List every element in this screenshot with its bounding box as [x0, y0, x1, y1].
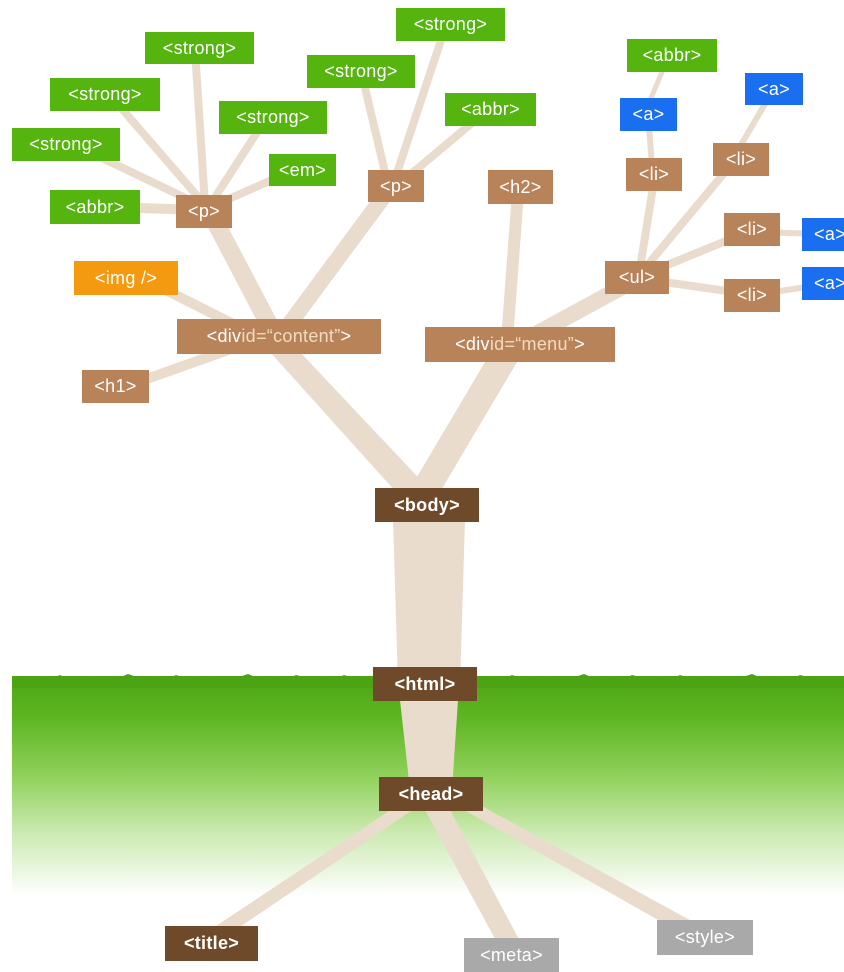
- branch-p1-strong3: [206, 116, 269, 209]
- node-li: <li>: [724, 213, 780, 246]
- root-head-style: [455, 805, 708, 938]
- branch-ul-li2: [641, 156, 739, 272]
- node-abbr: <abbr>: [445, 93, 536, 126]
- branch-p2-strong6: [389, 24, 449, 189]
- branch-content-p2: [277, 180, 398, 338]
- branch-content-p1: [201, 203, 281, 339]
- node-html: <html>: [373, 667, 477, 701]
- div-tag-close: >: [574, 334, 585, 354]
- div-tag-label: <div: [455, 334, 490, 354]
- node-a: <a>: [620, 98, 677, 131]
- node-li: <li>: [724, 279, 780, 312]
- node-strong: <strong>: [307, 55, 415, 88]
- node-abbr: <abbr>: [50, 190, 140, 224]
- node-body: <body>: [375, 488, 479, 522]
- div-tag-close: >: [340, 326, 352, 346]
- trunk-lower: [400, 700, 458, 790]
- node-ul: <ul>: [605, 261, 669, 294]
- div-id-attribute: id=“menu”: [489, 334, 575, 354]
- div-id-attribute: id=“content”: [241, 326, 341, 346]
- node-a: <a>: [802, 218, 844, 251]
- branch-p2-strong5: [358, 71, 392, 189]
- node-strong: <strong>: [396, 8, 505, 41]
- trunk-upper: [393, 520, 465, 685]
- branch-body-content: [270, 352, 432, 492]
- root-head-title: [210, 805, 420, 935]
- node-li: <li>: [713, 143, 769, 176]
- node-h1: <h1>: [82, 370, 149, 403]
- node-strong: <strong>: [12, 128, 120, 161]
- node-strong: <strong>: [50, 78, 160, 111]
- node-head: <head>: [379, 777, 483, 811]
- node-p: <p>: [368, 170, 424, 202]
- node-title: <title>: [165, 926, 258, 961]
- root-head-meta: [425, 810, 522, 948]
- node-strong: <strong>: [145, 32, 254, 64]
- node-style: <style>: [657, 920, 753, 955]
- branch-body-menu: [408, 357, 520, 492]
- node-meta: <meta>: [464, 938, 559, 972]
- node-a: <a>: [802, 267, 844, 300]
- node-p: <p>: [176, 195, 232, 228]
- node-abbr: <abbr>: [627, 39, 717, 72]
- node-em: <em>: [269, 154, 336, 186]
- branch-p1-strong2: [191, 46, 209, 209]
- node-div-content: <div id=“content”>: [177, 319, 381, 354]
- node-div-menu: <div id=“menu”>: [425, 327, 615, 362]
- branch-p1-strong1: [106, 91, 209, 209]
- node-li: <li>: [626, 158, 682, 191]
- node-img: <img />: [74, 261, 178, 295]
- node-strong: <strong>: [219, 101, 327, 134]
- branch-menu-h2: [501, 186, 524, 346]
- node-h2: <h2>: [488, 170, 553, 204]
- div-tag-label: <div: [206, 326, 242, 346]
- node-a: <a>: [745, 73, 803, 105]
